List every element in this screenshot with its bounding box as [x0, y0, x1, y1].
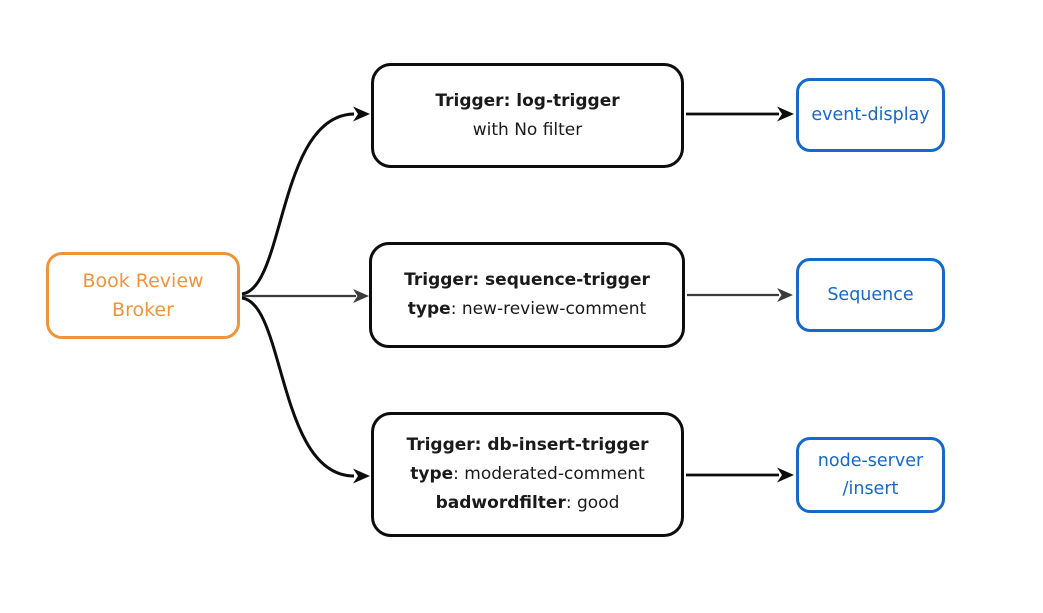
trigger-line: Trigger: db-insert-trigger: [406, 435, 649, 455]
trigger-node-db-insert-trigger: Trigger: db-insert-trigger type: moderat…: [371, 412, 684, 537]
trigger-line: type: new-review-comment: [407, 299, 647, 319]
sink-label-line1: node-server: [817, 451, 924, 471]
sink-node-sequence: Sequence: [796, 258, 945, 332]
edge-log-trigger-to-event-display: [686, 106, 794, 122]
sink-label-line2: /insert: [842, 479, 899, 499]
sink-node-node-server: node-server /insert: [796, 437, 945, 513]
broker-label-line2: Broker: [112, 298, 174, 321]
trigger-node-log-trigger: Trigger: log-trigger with No filter: [371, 63, 684, 168]
sink-node-event-display: event-display: [796, 78, 945, 152]
trigger-line: Trigger: log-trigger: [435, 90, 620, 111]
edge-broker-to-db-insert-trigger: [241, 296, 370, 484]
arrowhead-icon: [777, 106, 794, 122]
arrowhead-icon: [777, 467, 794, 483]
edge-broker-to-sequence-trigger: [242, 289, 369, 303]
edge-sequence-trigger-to-sequence: [687, 288, 793, 302]
trigger-line: type: moderated-comment: [410, 464, 645, 484]
trigger-line: with No filter: [472, 119, 583, 140]
arrowhead-icon: [353, 468, 370, 484]
trigger-line: Trigger: sequence-trigger: [404, 270, 650, 290]
sink-label: Sequence: [827, 285, 914, 305]
edge-db-insert-trigger-to-node-server: [686, 467, 794, 483]
trigger-node-sequence-trigger: Trigger: sequence-trigger type: new-revi…: [369, 242, 685, 348]
arrowhead-icon: [777, 288, 793, 302]
broker-label-line1: Book Review: [82, 269, 204, 292]
arrowhead-icon: [353, 289, 369, 303]
broker-node: Book Review Broker: [46, 252, 240, 339]
trigger-line: badwordfilter: good: [435, 493, 620, 513]
sink-label: event-display: [811, 105, 930, 125]
arrowhead-icon: [353, 106, 370, 122]
edge-broker-to-log-trigger: [241, 106, 370, 296]
